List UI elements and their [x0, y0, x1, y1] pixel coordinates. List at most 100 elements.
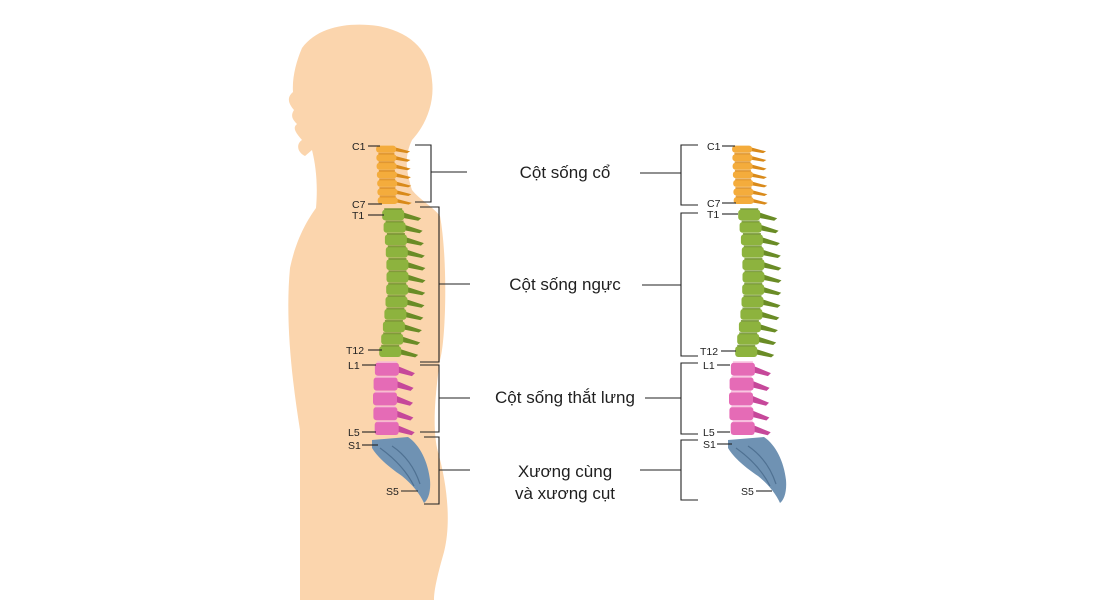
- right-thoracic-process-10: [758, 323, 778, 333]
- left-lumbar-process-3: [395, 395, 413, 406]
- right-vertebra-labels: C1 C7 T1 T12 L1 L5 S1 S5: [700, 141, 772, 498]
- right-lumbar-disc-3: [731, 390, 751, 393]
- right-cervical-process-4: [750, 172, 767, 179]
- body-silhouette: [288, 24, 448, 600]
- label-s5-left: S5: [386, 486, 399, 498]
- right-thoracic-vertebra-5: [742, 259, 765, 271]
- right-cervical-disc-7: [735, 195, 752, 198]
- right-lumbar-disc-5: [732, 420, 753, 423]
- right-thoracic-vertebra-10: [738, 321, 761, 333]
- left-thoracic-disc-6: [388, 270, 407, 273]
- left-cervical-disc-4: [378, 169, 395, 172]
- right-sacrum-ridges: [735, 445, 777, 487]
- left-thoracic-process-1: [402, 212, 422, 221]
- left-cervical-process-6: [395, 190, 412, 196]
- right-lumbar-process-5: [752, 424, 771, 436]
- label-t12-right: T12: [700, 346, 718, 358]
- left-thoracic-disc-1: [384, 208, 403, 210]
- label-s1-right: S1: [703, 439, 716, 451]
- left-lumbar-vertebra-5: [374, 421, 399, 435]
- right-thoracic-process-12: [755, 348, 775, 358]
- left-cervical-vertebra-3: [376, 162, 397, 170]
- right-lumbar-process-1: [752, 365, 771, 377]
- right-cervical-disc-6: [735, 187, 752, 189]
- left-cervical-process-7: [395, 198, 412, 205]
- right-thoracic-disc-2: [741, 220, 760, 223]
- left-thoracic-vertebra-2: [383, 222, 406, 233]
- left-lumbar-vertebra-3: [373, 392, 397, 406]
- left-cervical-vertebra-7: [377, 197, 398, 204]
- right-thoracic-disc-5: [744, 257, 763, 260]
- left-thoracic-process-10: [402, 323, 422, 333]
- right-cervical-vertebra-5: [733, 179, 754, 187]
- left-lumbar-disc-3: [375, 390, 395, 393]
- left-thoracic-process-11: [401, 336, 421, 345]
- left-thoracic-disc-4: [387, 245, 406, 248]
- left-thoracic-disc-8: [387, 295, 406, 297]
- left-cervical-disc-3: [378, 161, 395, 164]
- right-thoracic-disc-8: [743, 295, 762, 297]
- left-cervical-process-1: [394, 147, 411, 154]
- bracket-sacrum-left: [424, 436, 470, 505]
- left-thoracic-disc-11: [383, 332, 402, 335]
- right-thoracic-disc-3: [742, 233, 761, 235]
- right-cervical-disc-4: [734, 169, 751, 172]
- right-thoracic-process-6: [762, 274, 782, 283]
- spine-right: [728, 145, 787, 503]
- region-cervical: Cột sống cổ: [520, 163, 611, 182]
- right-thoracic-vertebra-6: [742, 271, 765, 283]
- right-cervical-vertebra-6: [733, 188, 754, 196]
- left-cervical-disc-5: [379, 178, 396, 181]
- spine-left: [372, 145, 431, 503]
- left-thoracic-vertebra-4: [385, 246, 408, 258]
- left-cervical-vertebra-4: [376, 171, 397, 179]
- label-t1-right: T1: [707, 209, 719, 221]
- right-lumbar-vertebra-1: [730, 362, 755, 376]
- right-lumbar-process-4: [751, 410, 770, 421]
- left-thoracic-vertebra-11: [381, 333, 404, 345]
- left-thoracic-process-2: [403, 224, 423, 234]
- left-thoracic-disc-10: [384, 319, 403, 322]
- right-thoracic-process-7: [762, 286, 782, 296]
- left-thoracic-vertebra-1: [382, 209, 405, 221]
- bracket-cervical-left: [415, 144, 467, 203]
- left-thoracic-disc-12: [381, 344, 400, 347]
- label-c7-right: C7: [707, 198, 721, 210]
- right-thoracic-process-2: [759, 224, 779, 234]
- label-l5-left: L5: [348, 427, 360, 439]
- right-lumbar-process-3: [751, 395, 769, 406]
- region-sacrum-line2: và xương cụt: [515, 484, 615, 503]
- right-lumbar-vertebra-4: [729, 407, 754, 421]
- right-thoracic-vertebra-7: [742, 284, 765, 295]
- left-brackets: [415, 144, 470, 505]
- label-l1-left: L1: [348, 360, 360, 372]
- right-lumbar-disc-2: [731, 376, 752, 378]
- right-thoracic-process-8: [761, 299, 781, 308]
- right-cervical-disc-3: [734, 161, 751, 164]
- left-thoracic-vertebra-10: [382, 321, 405, 333]
- right-cervical-process-5: [751, 181, 768, 188]
- left-thoracic-vertebra-3: [384, 234, 407, 246]
- left-thoracic-disc-3: [386, 233, 405, 235]
- region-thoracic: Cột sống ngực: [509, 275, 621, 294]
- right-cervical-process-3: [750, 164, 767, 171]
- left-thoracic-vertebra-8: [385, 296, 408, 308]
- right-lumbar-disc-1: [732, 361, 753, 363]
- left-lumbar-vertebra-4: [373, 407, 398, 421]
- right-lumbar-vertebra-5: [730, 421, 755, 435]
- label-c7-left: C7: [352, 199, 366, 211]
- right-lumbar-vertebra-3: [729, 392, 753, 406]
- left-lumbar-vertebra-1: [374, 362, 399, 376]
- right-thoracic-disc-10: [740, 319, 759, 322]
- right-thoracic-vertebra-2: [739, 222, 762, 233]
- bracket-sacrum-right: [640, 439, 698, 501]
- label-c1-right: C1: [707, 141, 721, 153]
- right-thoracic-process-4: [761, 249, 781, 258]
- label-s5-right: S5: [741, 486, 754, 498]
- left-thoracic-disc-9: [386, 307, 405, 310]
- bracket-thoracic-right: [642, 212, 698, 357]
- left-thoracic-process-12: [399, 348, 419, 358]
- left-thoracic-process-9: [404, 311, 424, 321]
- left-thoracic-disc-5: [388, 257, 407, 260]
